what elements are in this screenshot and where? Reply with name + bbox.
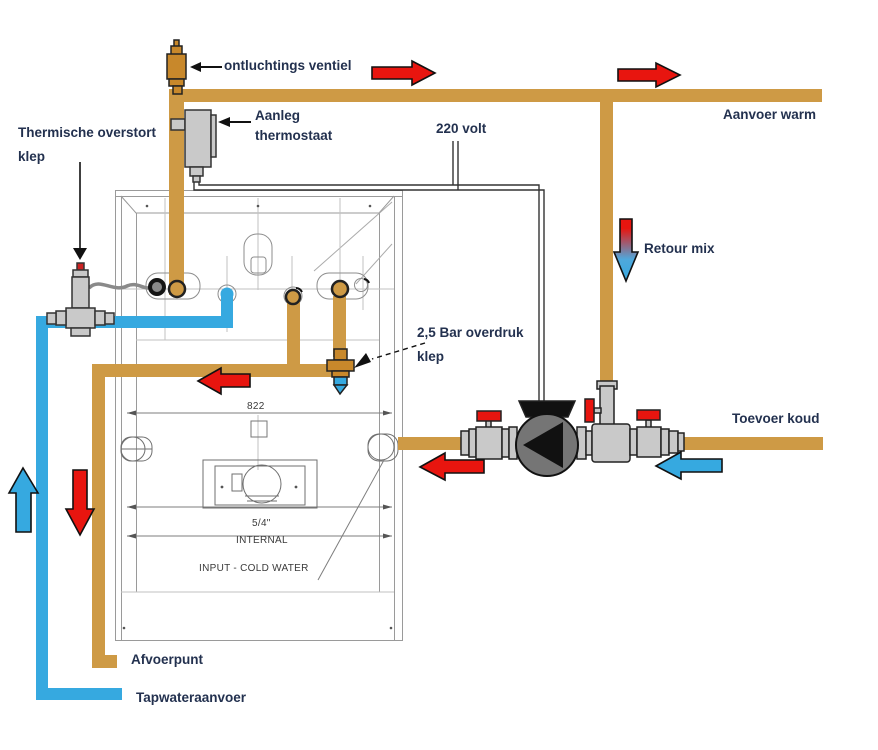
label-input-cold-water: INPUT - COLD WATER <box>199 563 309 574</box>
arrow-warm-flow-right-2 <box>617 61 682 89</box>
label-internal: INTERNAL <box>236 535 288 546</box>
label-pressure-relief-line2: klep <box>417 349 445 364</box>
shutoff-valve-left <box>460 410 510 460</box>
circulation-pump <box>508 400 587 477</box>
rivet-dots <box>122 204 393 630</box>
label-pressure-relief-line1: 2,5 Bar overdruk <box>417 325 524 340</box>
arrow-warm-flow-right-1 <box>371 59 437 87</box>
arrow-pump-flow-left <box>418 451 485 482</box>
arrow-drain-flow-left <box>196 366 251 396</box>
label-supply-cold: Toevoer koud <box>732 411 820 426</box>
arrow-drain-down <box>64 469 96 537</box>
cold-input-port <box>367 433 399 462</box>
thermostat <box>170 109 217 183</box>
label-thermostat-line1: Aanleg <box>255 108 301 123</box>
label-tap-water: Tapwateraanvoer <box>136 690 247 705</box>
thermal-relief-leader-arrow <box>73 162 87 260</box>
label-vent-valve: ontluchtings ventiel <box>224 58 352 73</box>
dim-pipe-size: 5/4" <box>252 518 271 529</box>
pressure-relief-leader-arrow <box>354 342 426 368</box>
flow-arrows <box>7 59 723 537</box>
arrow-tapwater-up <box>7 466 40 533</box>
cold-water-pipes <box>36 287 234 700</box>
air-vent-valve <box>166 39 187 95</box>
capillary-tube <box>87 278 166 296</box>
control-panel <box>202 459 318 509</box>
shutoff-valve-right <box>629 409 685 458</box>
arrow-cold-flow-left <box>654 450 723 481</box>
left-side-port <box>120 436 153 462</box>
mixing-tee <box>584 380 631 463</box>
thermal-relief-valve <box>46 262 115 337</box>
label-thermal-relief-line1: Thermische overstort <box>18 125 157 140</box>
label-thermal-relief-line2: klep <box>18 149 46 164</box>
pressure-relief-valve <box>326 348 355 396</box>
label-supply-warm: Aanvoer warm <box>723 107 817 122</box>
dimension-lines <box>127 412 392 537</box>
label-thermostat-line2: thermostaat <box>255 128 333 143</box>
thermostat-leader-arrow <box>218 117 251 127</box>
arrow-retour-mix-down <box>612 218 640 284</box>
label-return-mix: Retour mix <box>644 241 715 256</box>
electrical-wires <box>193 141 545 403</box>
label-drain-point: Afvoerpunt <box>131 652 203 667</box>
dim-822: 822 <box>247 401 265 412</box>
vent-valve-leader-arrow <box>190 62 222 72</box>
label-voltage: 220 volt <box>436 121 487 136</box>
pump-valve-assembly <box>460 380 685 477</box>
